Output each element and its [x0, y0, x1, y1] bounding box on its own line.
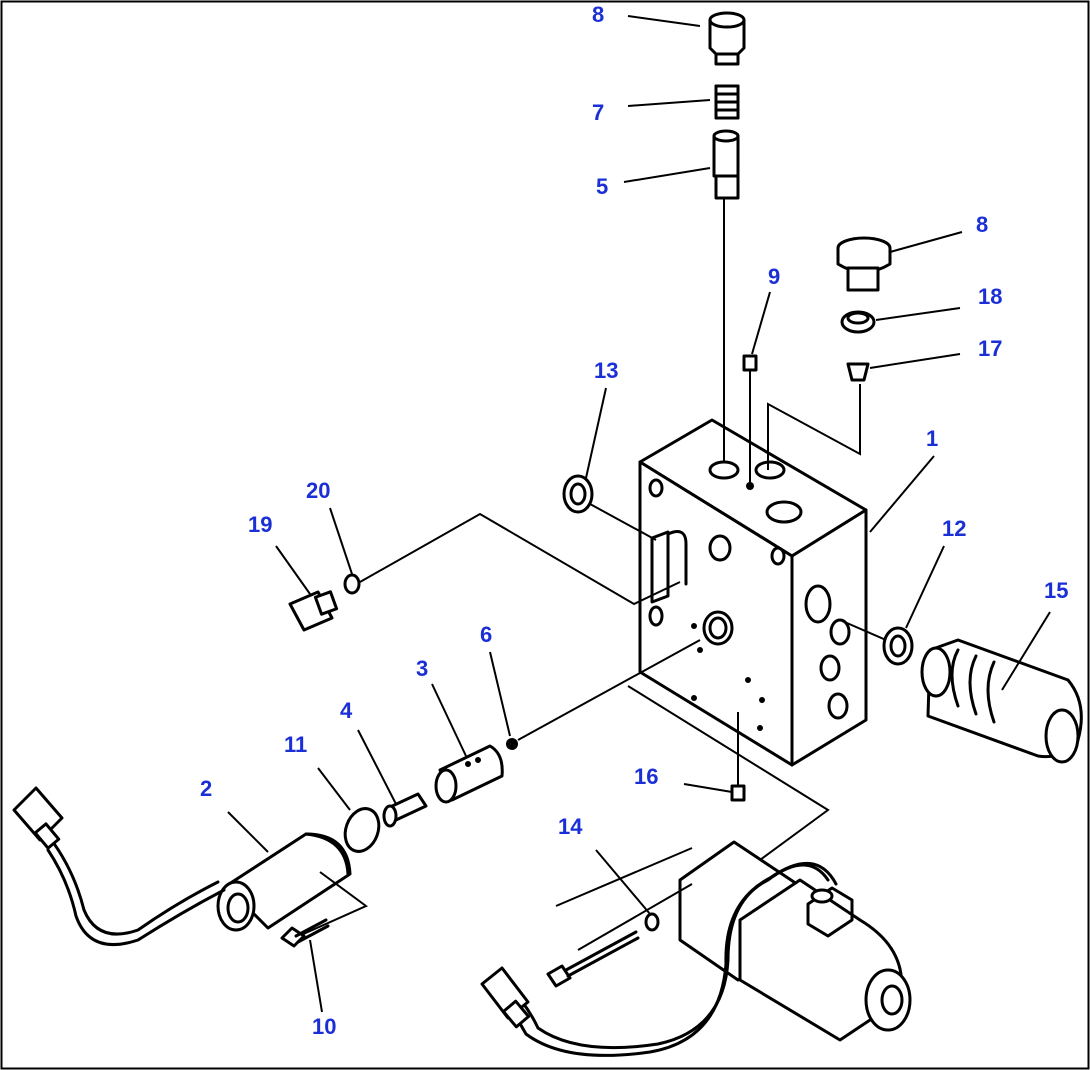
callout-20: 20 [306, 478, 330, 503]
callout-15: 15 [1044, 578, 1068, 603]
callout-17: 17 [978, 336, 1002, 361]
callout-1: 1 [926, 426, 938, 451]
part-10-bolt [280, 918, 330, 948]
callout-2: 2 [200, 776, 212, 801]
callout-7: 7 [592, 100, 604, 125]
part-2-solenoid [12, 786, 368, 947]
part-15-valve-cartridge [920, 638, 1083, 764]
part-19-plug [288, 590, 339, 632]
part-12-ring [882, 626, 914, 666]
part-13-ring [562, 474, 594, 514]
callout-5: 5 [596, 174, 608, 199]
callout-18: 18 [978, 284, 1002, 309]
callout-11: 11 [284, 732, 307, 757]
assembly-line-20 [359, 512, 681, 606]
part-4-spring [382, 792, 428, 828]
leader-lines [227, 15, 1051, 1013]
callout-3: 3 [416, 656, 428, 681]
part-9-screw [742, 354, 758, 372]
part-1-valve-block [638, 418, 868, 767]
callout-14: 14 [558, 814, 583, 839]
assembly-line-17 [767, 384, 861, 470]
callout-10: 10 [312, 1014, 336, 1039]
assembly-line-16b [627, 685, 830, 861]
assembly-line-12 [839, 619, 887, 641]
callout-13: 13 [594, 358, 618, 383]
callout-16: 16 [634, 764, 658, 789]
callout-6: 6 [480, 622, 492, 647]
part-16-screw [730, 784, 746, 802]
part-20-o-ring [343, 573, 361, 595]
pilot-valve-assembly [480, 840, 912, 1057]
part-18-ring [840, 310, 876, 334]
callout-12: 12 [942, 516, 966, 541]
callout-19: 19 [248, 512, 272, 537]
part-11-o-ring [343, 807, 381, 853]
part-5-spool [712, 129, 740, 200]
part-8-plug-right [836, 236, 892, 292]
assembly-line-6 [517, 639, 701, 741]
part-17-plug [846, 362, 870, 382]
part-6-ball [506, 738, 518, 750]
part-7-spring [714, 84, 740, 120]
callout-8-right: 8 [976, 212, 988, 237]
callouts: 8 7 5 8 9 18 17 13 1 20 19 12 15 6 3 4 1… [200, 2, 1068, 1039]
assembly-line-13 [589, 503, 657, 541]
part-8-plug-top [708, 11, 746, 66]
callout-4: 4 [340, 698, 353, 723]
part-3-spool [434, 744, 504, 804]
callout-9: 9 [768, 264, 780, 289]
part-14-washer [644, 912, 660, 932]
callout-8-top: 8 [592, 2, 604, 27]
